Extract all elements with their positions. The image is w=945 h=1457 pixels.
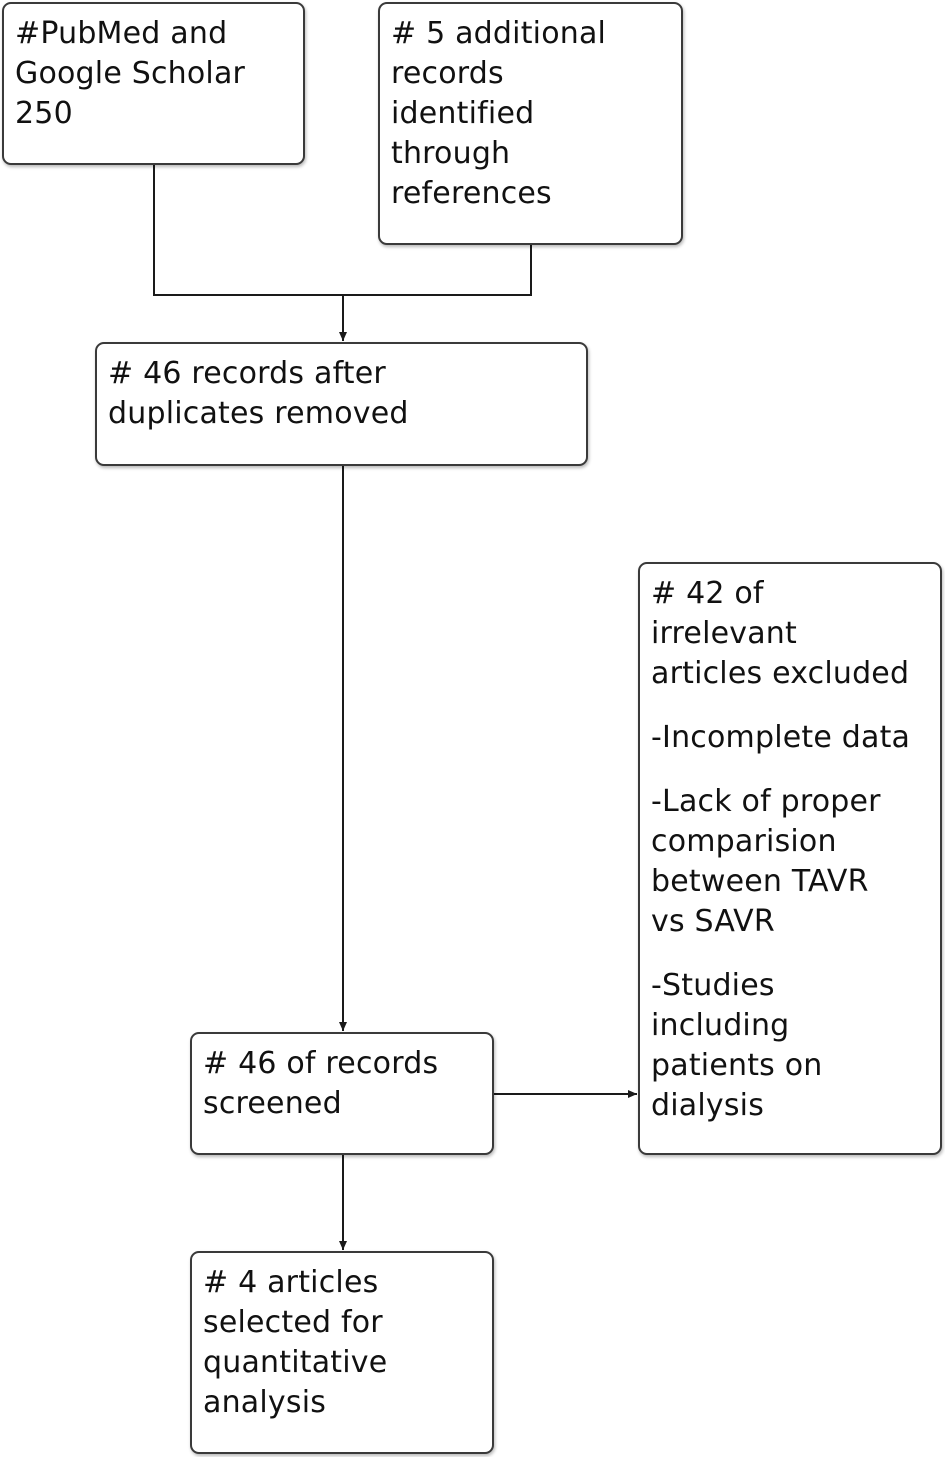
box-text-line: vs SAVR (651, 904, 775, 939)
box-text-line: identified (391, 96, 535, 131)
box-text-line: Google Scholar (15, 56, 246, 91)
box-text-line: # 46 records after (108, 356, 386, 391)
records-screened-box: # 46 of records screened (190, 1032, 494, 1155)
box-text-line: # 5 additional (391, 16, 607, 51)
box-text-line: irrelevant (651, 616, 797, 651)
box-text-line: between TAVR (651, 864, 869, 899)
box-text-line: # 42 of (651, 576, 764, 611)
box-text-line: through (391, 136, 511, 171)
exclusion-reason-lack-of-comparison: -Lack of proper comparision between TAVR… (651, 782, 936, 942)
exclusion-reason-incomplete-data: -Incomplete data (651, 718, 936, 758)
box-text-line: -Incomplete data (651, 720, 911, 755)
articles-selected-box: # 4 articles selected for quantitative a… (190, 1251, 494, 1454)
box-text-line: comparision (651, 824, 837, 859)
box-text-line: including (651, 1008, 790, 1043)
box-text-line: duplicates removed (108, 396, 409, 431)
box-text-line: dialysis (651, 1088, 765, 1123)
box-text-line: analysis (203, 1385, 327, 1420)
box-text-line: quantitative (203, 1345, 388, 1380)
box-text-line: # 4 articles (203, 1265, 379, 1300)
box-text-line: -Lack of proper (651, 784, 881, 819)
articles-excluded-box: # 42 of irrelevant articles excluded -In… (638, 562, 942, 1155)
box-text-line: #PubMed and (15, 16, 228, 51)
additional-records-box: # 5 additional records identified throug… (378, 2, 683, 245)
pubmed-records-box: #PubMed and Google Scholar 250 (2, 2, 305, 165)
box-text-line: patients on (651, 1048, 823, 1083)
box-text-line: 250 (15, 96, 73, 131)
box-text-line: records (391, 56, 504, 91)
box-text-line: -Studies (651, 968, 775, 1003)
box-text-line: selected for (203, 1305, 383, 1340)
excluded-heading: # 42 of irrelevant articles excluded (651, 574, 936, 694)
box-text-line: screened (203, 1086, 342, 1121)
box-text-line: # 46 of records (203, 1046, 439, 1081)
duplicates-removed-box: # 46 records after duplicates removed (95, 342, 588, 466)
box-text-line: references (391, 176, 552, 211)
exclusion-reason-dialysis-patients: -Studies including patients on dialysis (651, 966, 936, 1126)
box-text-line: articles excluded (651, 656, 910, 691)
